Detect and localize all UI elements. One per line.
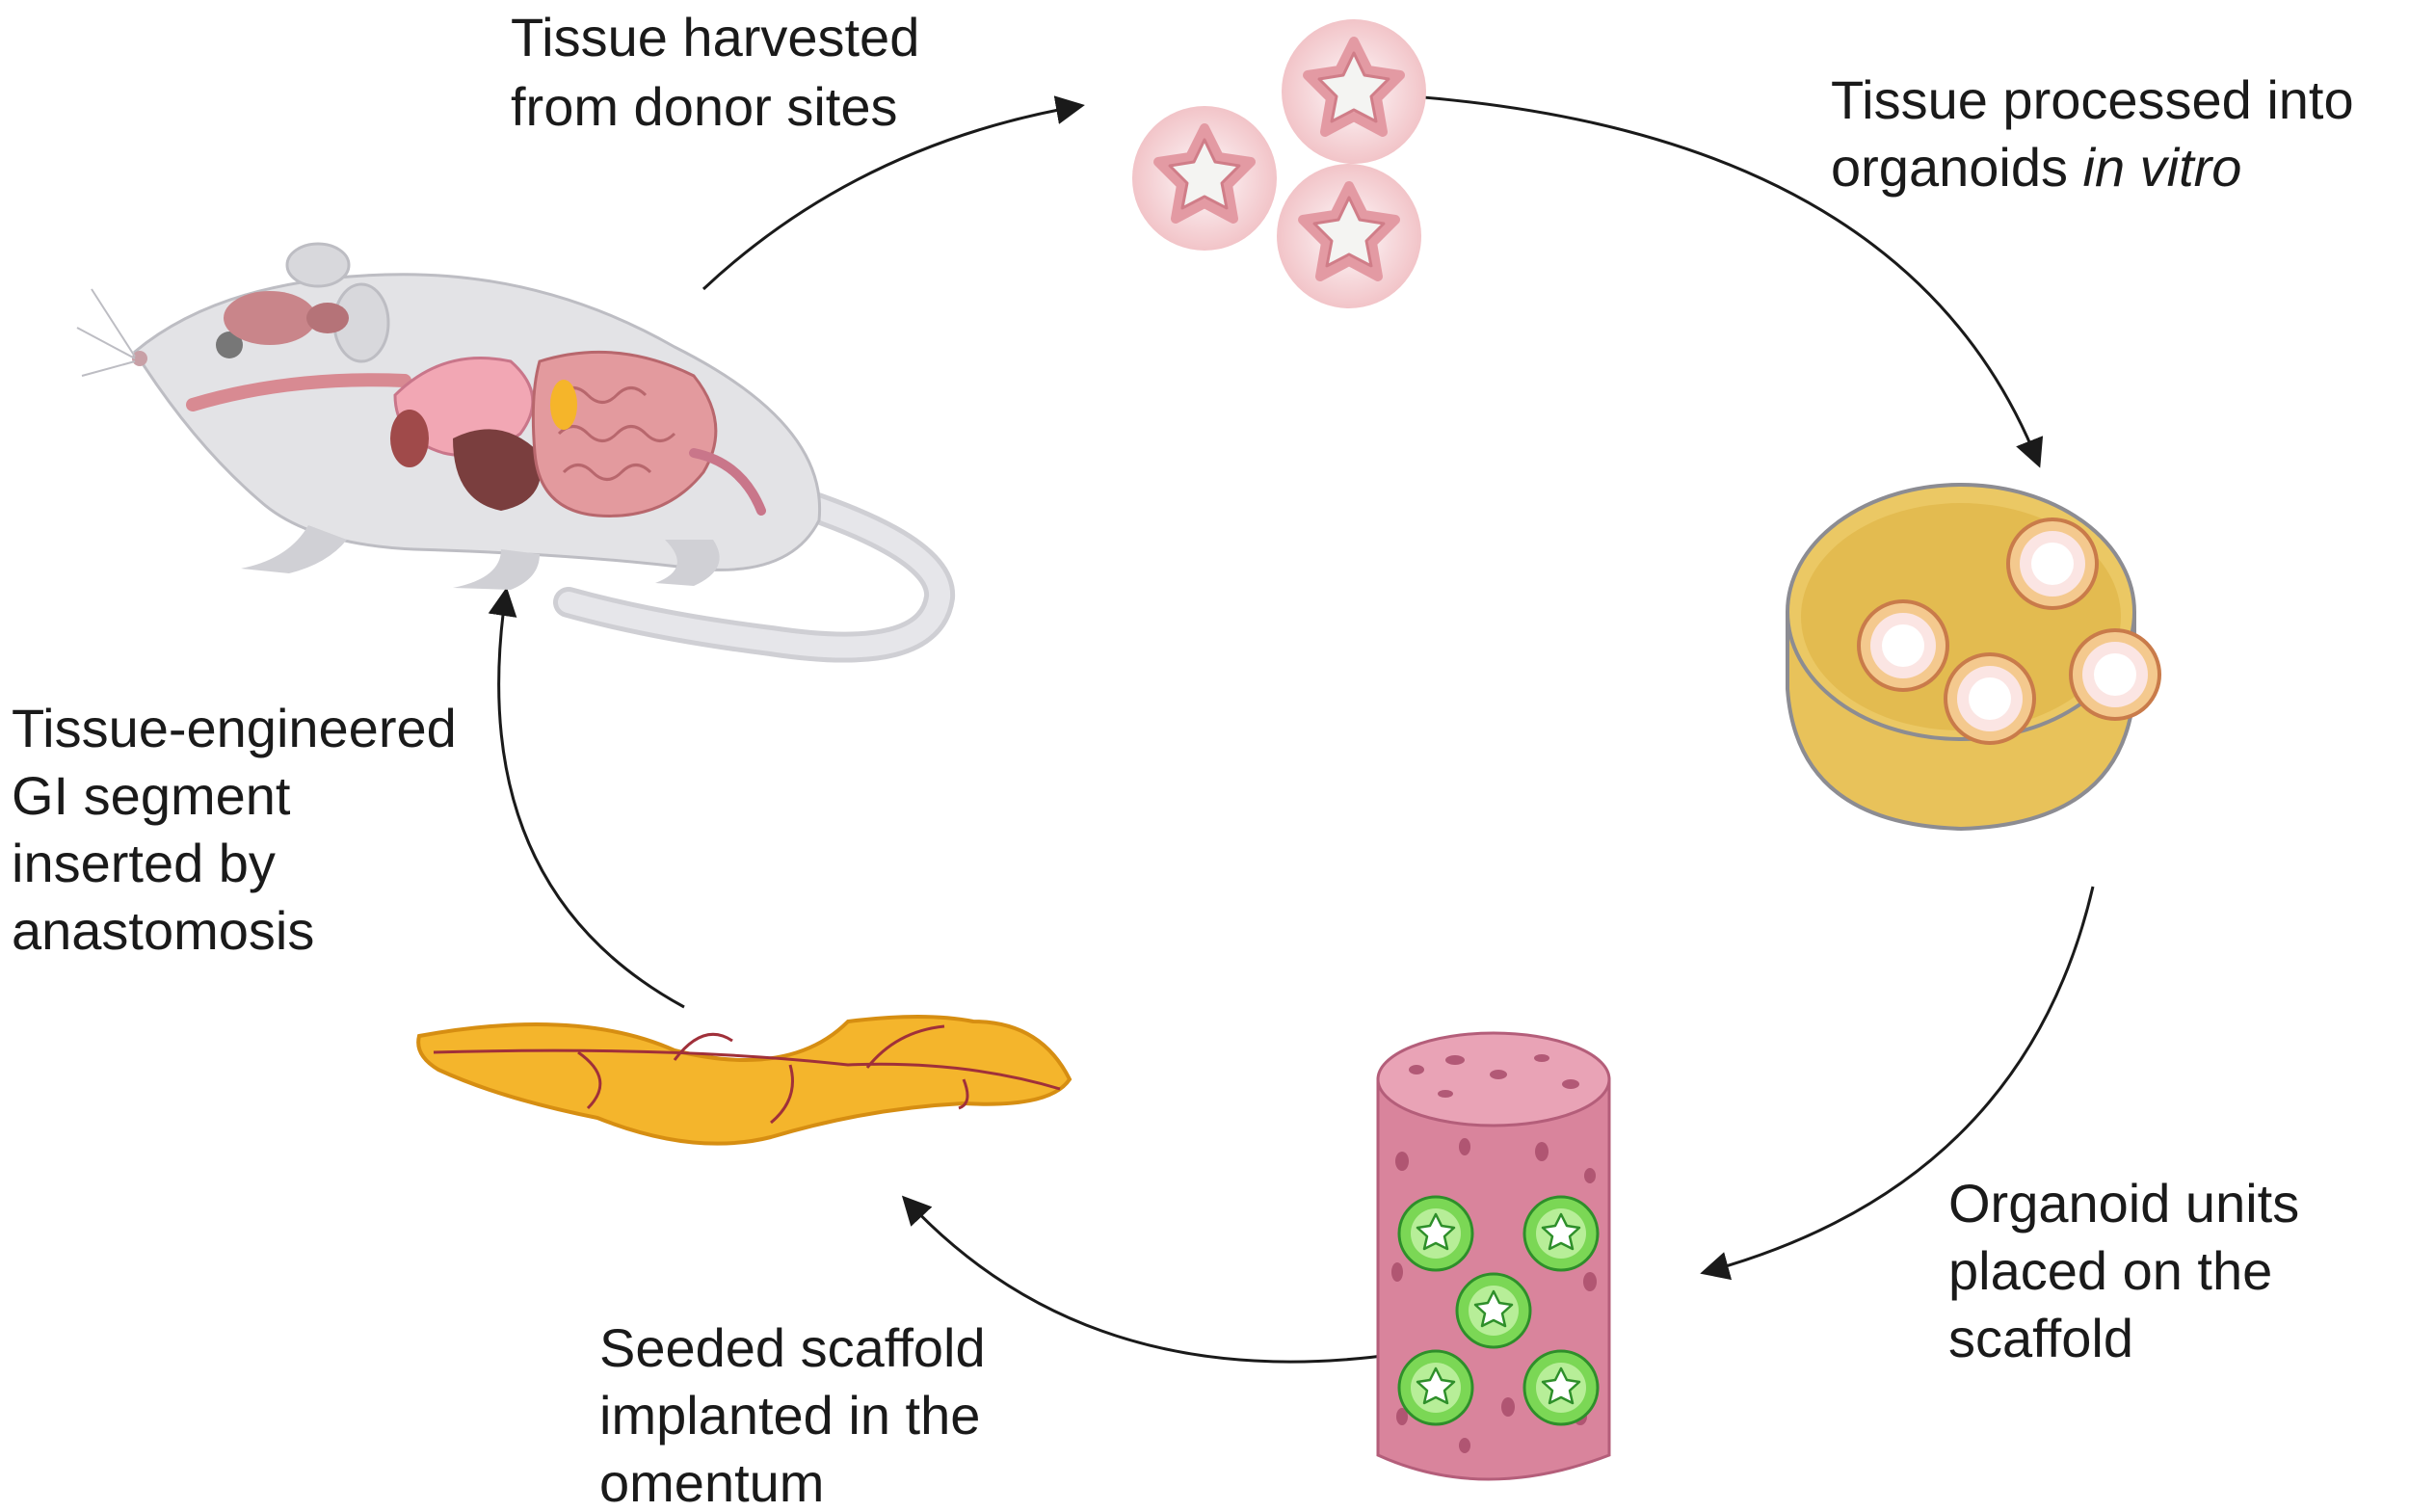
label-implanted: Seeded scaffold implanted in the omentum [599, 1317, 986, 1512]
label-placed-line: Organoid units [1948, 1173, 2299, 1233]
label-inserted-line: GI segment [12, 765, 291, 826]
organoid-icon [2006, 517, 2099, 610]
label-implanted-line: Seeded scaffold [599, 1317, 986, 1378]
label-placed-line: scaffold [1948, 1308, 2133, 1368]
omentum-icon [416, 1015, 1072, 1146]
cycle-arrows [488, 94, 2095, 1364]
arrow-scaffold-to-omentum [901, 1195, 1398, 1364]
label-inserted-line: Tissue-engineered [12, 698, 457, 758]
label-organoids-line: organoids in vitro [1831, 137, 2241, 198]
mouse-eye [216, 332, 243, 358]
label-harvest-line: Tissue harvested [511, 7, 919, 67]
organoid-icon [1522, 1349, 1600, 1426]
arrow-organoids-to-dish [1411, 94, 2044, 468]
organoid-icon [1397, 1349, 1474, 1426]
arrow-dish-to-scaffold [1700, 886, 2095, 1281]
organoid-icon [1277, 164, 1421, 308]
organoids-cluster [1132, 19, 1426, 308]
organoid-icon [1857, 599, 1949, 692]
organoid-icon [1455, 1272, 1532, 1349]
scaffold-icon [1376, 1031, 1611, 1481]
organoid-icon [1522, 1195, 1600, 1272]
label-implanted-line: omentum [599, 1452, 824, 1512]
petri-dish-icon [1786, 483, 2161, 832]
arrow-mouse-to-organoids [702, 95, 1085, 291]
label-placed: Organoid units placed on the scaffold [1948, 1173, 2299, 1368]
label-inserted: Tissue-engineered GI segment inserted by… [12, 698, 457, 961]
organoid-icon [1944, 652, 2036, 745]
label-inserted-line: inserted by [12, 833, 276, 893]
mouse-intestine [531, 350, 718, 517]
mouse-brain [224, 291, 316, 345]
label-harvest: Tissue harvested from donor sites [511, 7, 919, 137]
organoid-icon [1397, 1195, 1474, 1272]
label-harvest-line: from donor sites [511, 76, 898, 137]
label-placed-line: placed on the [1948, 1240, 2272, 1301]
label-implanted-line: implanted in the [599, 1385, 980, 1446]
label-inserted-line: anastomosis [12, 900, 314, 961]
arrow-omentum-to-mouse [488, 587, 685, 1009]
label-organoids-line: Tissue processed into [1831, 69, 2354, 130]
organoid-icon [1132, 106, 1277, 251]
organoid-icon [2069, 628, 2161, 721]
label-organoids: Tissue processed into organoids in vitro [1831, 69, 2354, 198]
mouse-illustration [76, 242, 956, 663]
organoid-icon [1282, 19, 1426, 164]
